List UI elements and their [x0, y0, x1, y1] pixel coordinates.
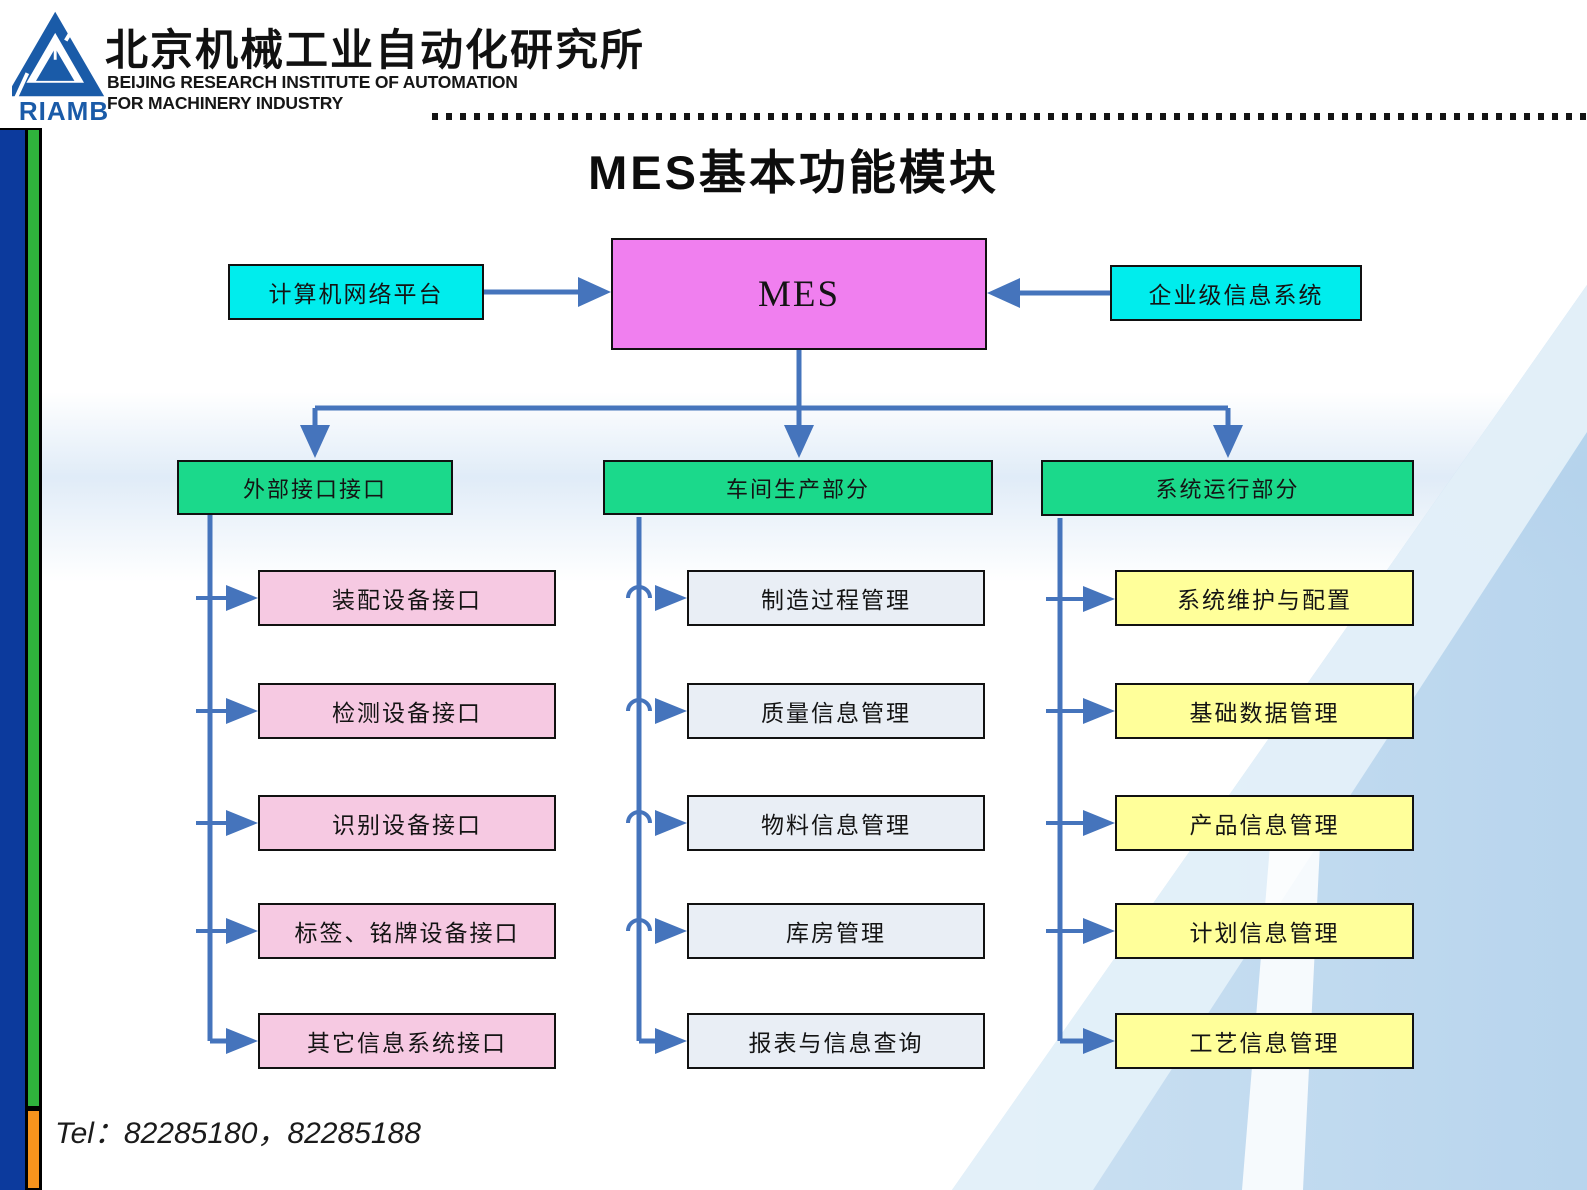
arrowhead — [226, 1028, 258, 1054]
org-name-english-line1: BEIJING RESEARCH INSTITUTE OF AUTOMATION — [107, 72, 518, 92]
node-report-info-query: 报表与信息查询 — [687, 1013, 985, 1069]
node-basic-data-mgmt: 基础数据管理 — [1115, 683, 1414, 739]
org-name-chinese: 北京机械工业自动化研究所 — [105, 27, 645, 75]
riamb-logo: RIAMB — [12, 8, 118, 126]
branch-system-operation: 系统运行部分 — [1041, 460, 1414, 516]
arrowhead — [655, 810, 687, 836]
line-hop — [626, 585, 652, 599]
tel-line: Tel：82285180，82285188 — [55, 1117, 421, 1150]
arrowhead — [226, 585, 258, 611]
arrowhead — [300, 425, 330, 458]
arrowhead — [578, 277, 611, 307]
arrowhead — [987, 278, 1020, 308]
org-name-english: BEIJING RESEARCH INSTITUTE OF AUTOMATION… — [107, 72, 518, 114]
org-name-english-line2: FOR MACHINERY INDUSTRY — [107, 93, 344, 113]
arrowhead — [226, 918, 258, 944]
branch-external-interface: 外部接口接口 — [177, 460, 453, 515]
node-enterprise-info-system: 企业级信息系统 — [1110, 265, 1362, 321]
node-identification-device-interface: 识别设备接口 — [258, 795, 556, 851]
arrowhead — [655, 585, 687, 611]
arrowhead — [1083, 586, 1115, 612]
node-other-info-system-interface: 其它信息系统接口 — [258, 1013, 556, 1069]
node-product-info-mgmt: 产品信息管理 — [1115, 795, 1414, 851]
node-computer-network-platform: 计算机网络平台 — [228, 264, 484, 320]
node-warehouse-mgmt: 库房管理 — [687, 903, 985, 959]
orange-bar — [28, 1111, 39, 1188]
page-title: MES基本功能模块 — [588, 146, 999, 199]
node-assembly-device-interface: 装配设备接口 — [258, 570, 556, 626]
arrowhead — [1083, 810, 1115, 836]
node-inspection-device-interface: 检测设备接口 — [258, 683, 556, 739]
arrowhead — [655, 918, 687, 944]
node-system-maintenance-config: 系统维护与配置 — [1115, 570, 1414, 626]
arrowhead — [655, 1028, 687, 1054]
blue-bar — [0, 130, 25, 1190]
logo-text: RIAMB — [18, 96, 110, 126]
line-hop — [626, 810, 652, 824]
node-label-nameplate-device-interface: 标签、铭牌设备接口 — [258, 903, 556, 959]
branch-workshop-production: 车间生产部分 — [603, 460, 993, 515]
node-process-info-mgmt: 工艺信息管理 — [1115, 1013, 1414, 1069]
arrowhead — [1083, 1028, 1115, 1054]
arrowhead — [784, 425, 814, 458]
arrowhead — [655, 698, 687, 724]
header-dotted-rule — [432, 113, 1587, 120]
arrowhead — [1213, 425, 1243, 458]
node-manufacturing-process-mgmt: 制造过程管理 — [687, 570, 985, 626]
line-hop — [626, 698, 652, 712]
arrowhead — [1083, 698, 1115, 724]
node-quality-info-mgmt: 质量信息管理 — [687, 683, 985, 739]
arrowhead — [1083, 918, 1115, 944]
node-plan-info-mgmt: 计划信息管理 — [1115, 903, 1414, 959]
left-edge-bars — [0, 128, 42, 1190]
arrowhead — [226, 810, 258, 836]
green-bar — [28, 130, 39, 1106]
riamb-logo-icon — [12, 11, 105, 99]
mes-node: MES — [611, 238, 987, 350]
line-hop — [626, 918, 652, 932]
arrowhead — [226, 698, 258, 724]
node-material-info-mgmt: 物料信息管理 — [687, 795, 985, 851]
